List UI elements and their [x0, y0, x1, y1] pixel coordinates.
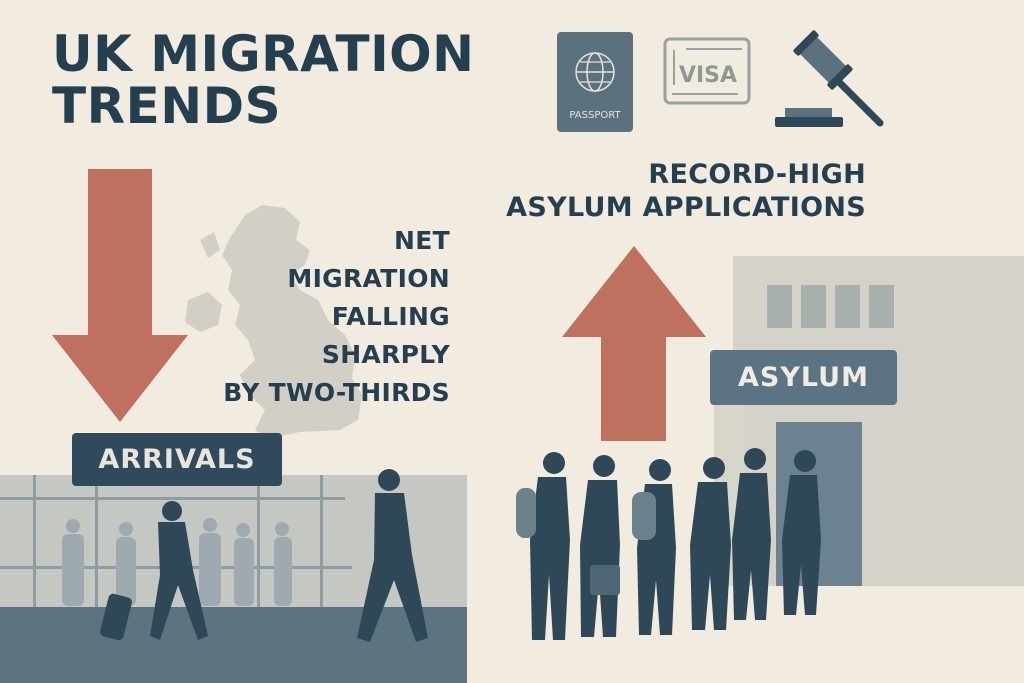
down-arrow-icon — [52, 169, 188, 422]
visa-label: VISA — [679, 63, 737, 88]
passport-label: PASSPORT — [569, 110, 621, 121]
arrivals-sign: ARRIVALS — [72, 433, 282, 486]
net-migration-headline-line: SHARPLY — [321, 340, 450, 369]
net-migration-headline-line: NET — [394, 226, 450, 255]
asylum-headline: RECORD-HIGH ASYLUM APPLICATIONS — [506, 158, 866, 224]
page-title: UK MIGRATION TRENDS — [52, 28, 475, 132]
net-migration-headline-line: BY TWO-THIRDS — [223, 378, 450, 407]
asylum-sign: ASYLUM — [710, 350, 897, 405]
net-migration-headline: NET MIGRATION FALLING SHARPLY BY TWO-THI… — [223, 222, 450, 412]
asylum-queue — [516, 448, 821, 640]
arrivals-terminal — [0, 469, 467, 683]
gavel-icon — [775, 30, 884, 127]
asylum-headline-line: RECORD-HIGH — [648, 159, 866, 190]
net-migration-headline-line: FALLING — [331, 302, 450, 331]
passport-icon — [557, 32, 633, 132]
up-arrow-icon — [562, 246, 706, 441]
asylum-headline-line: ASYLUM APPLICATIONS — [506, 192, 866, 223]
net-migration-headline-line: MIGRATION — [287, 264, 450, 293]
uk-map — [185, 205, 362, 438]
title-line-1: UK MIGRATION — [52, 25, 475, 83]
visa-stamp-icon — [663, 37, 751, 105]
title-line-2: TRENDS — [52, 77, 282, 135]
